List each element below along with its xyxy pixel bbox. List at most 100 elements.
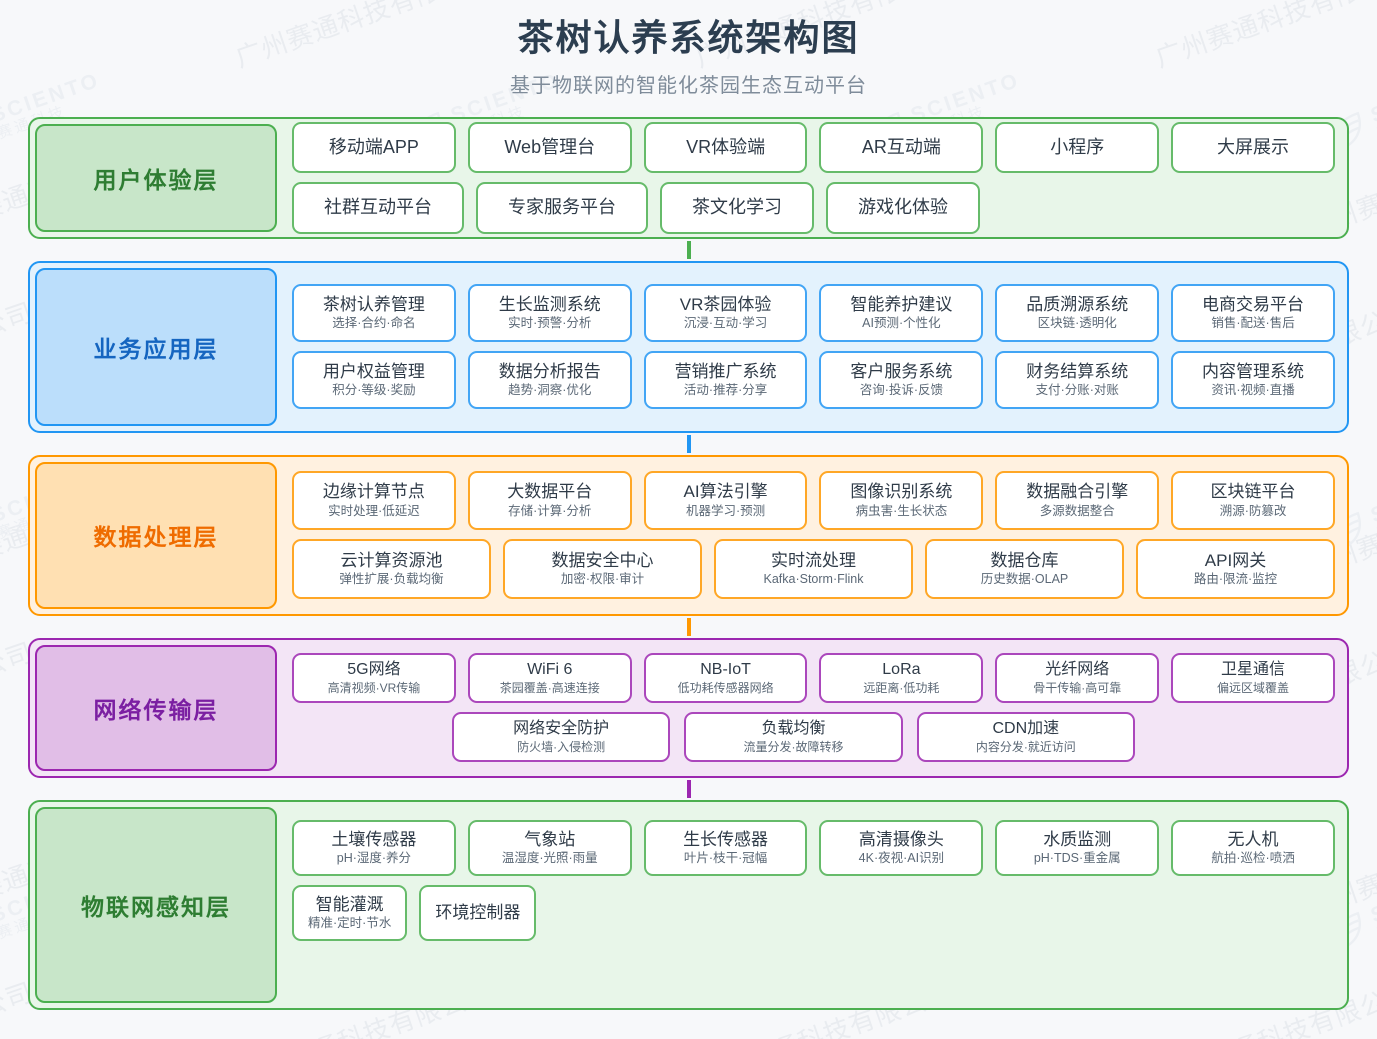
node-title: API网关 [1204, 550, 1267, 570]
node-card[interactable]: CDN加速内容分发·就近访问 [916, 712, 1135, 763]
node-title: 土壤传感器 [331, 829, 417, 849]
node-card[interactable]: 品质溯源系统区块链·透明化 [995, 283, 1160, 343]
node-card[interactable]: 生长传感器叶片·枝干·冠幅 [643, 819, 808, 876]
node-subtitle: 温湿度·光照·雨量 [501, 850, 598, 865]
node-row: 用户权益管理积分·等级·奖励数据分析报告趋势·洞察·优化营销推广系统活动·推荐·… [292, 351, 1335, 410]
node-card[interactable]: AI算法引擎机器学习·预测 [643, 471, 808, 530]
node-card[interactable]: 电商交易平台销售·配送·售后 [1171, 283, 1335, 343]
node-card[interactable]: 小程序 [995, 121, 1160, 174]
node-title: NB-IoT [700, 660, 751, 678]
node-card[interactable]: 数据仓库历史数据·OLAP [925, 538, 1124, 599]
node-card[interactable]: 光纤网络骨干传输·高可靠 [995, 652, 1160, 704]
node-title: 大数据平台 [507, 482, 593, 502]
node-subtitle: pH·TDS·重金属 [1033, 850, 1121, 865]
layer-title[interactable]: 网络传输层 [35, 644, 277, 771]
node-card[interactable]: 卫星通信偏远区域覆盖 [1171, 652, 1335, 704]
node-card[interactable]: 游戏化体验 [826, 182, 980, 234]
node-card[interactable]: 5G网络高清视频·VR传输 [292, 652, 456, 704]
node-title: 区块链平台 [1210, 482, 1296, 502]
node-card[interactable]: 数据融合引擎多源数据整合 [995, 471, 1160, 530]
node-card[interactable]: 内容管理系统资讯·视频·直播 [1171, 351, 1335, 410]
node-card[interactable]: 边缘计算节点实时处理·低延迟 [292, 471, 456, 530]
node-card[interactable]: 环境控制器 [419, 884, 537, 942]
node-card[interactable]: 区块链平台溯源·防篡改 [1171, 471, 1335, 530]
node-card[interactable]: 营销推广系统活动·推荐·分享 [643, 351, 808, 410]
node-subtitle: 远距离·低功耗 [863, 680, 940, 695]
node-title: 边缘计算节点 [322, 482, 425, 502]
node-subtitle: 活动·推荐·分享 [683, 383, 768, 398]
node-title: 电商交易平台 [1202, 294, 1305, 314]
node-card[interactable]: 大数据平台存储·计算·分析 [467, 471, 632, 530]
node-card[interactable]: 图像识别系统病虫害·生长状态 [819, 471, 984, 530]
node-card[interactable]: VR茶园体验沉浸·互动·学习 [643, 283, 808, 343]
node-card[interactable]: API网关路由·限流·监控 [1136, 538, 1335, 599]
node-title: 光纤网络 [1045, 660, 1110, 678]
layer-title[interactable]: 数据处理层 [35, 461, 277, 609]
node-subtitle: 流量分发·故障转移 [743, 740, 844, 755]
node-title: 移动端APP [328, 136, 419, 157]
page-title: 茶树认养系统架构图 [517, 17, 860, 58]
layer-title[interactable]: 物联网感知层 [35, 806, 277, 1003]
node-subtitle: 趋势·洞察·优化 [508, 383, 592, 398]
node-title: 茶文化学习 [692, 197, 782, 218]
node-title: CDN加速 [992, 720, 1060, 738]
node-card[interactable]: 移动端APP [292, 121, 456, 174]
node-card[interactable]: 用户权益管理积分·等级·奖励 [292, 351, 456, 410]
node-card[interactable]: Web管理台 [467, 121, 632, 174]
node-card[interactable]: AR互动端 [819, 121, 984, 174]
node-card[interactable]: 茶树认养管理选择·合约·命名 [292, 283, 456, 343]
layer-title[interactable]: 用户体验层 [35, 123, 277, 232]
node-title: 生长传感器 [683, 829, 769, 849]
node-subtitle: AI预测·个性化 [862, 316, 941, 331]
node-subtitle: 存储·计算·分析 [508, 503, 592, 518]
layer-title[interactable]: 业务应用层 [35, 267, 277, 426]
node-title: 实时流处理 [771, 550, 856, 570]
node-card[interactable]: 智能灌溉精准·定时·节水 [292, 884, 408, 942]
node-card[interactable]: 云计算资源池弹性扩展·负载均衡 [292, 538, 491, 599]
node-title: 小程序 [1050, 136, 1105, 157]
layer-connector [28, 433, 1349, 455]
node-title: 智能养护建议 [850, 294, 953, 314]
node-card[interactable]: 茶文化学习 [660, 182, 814, 234]
node-title: 客户服务系统 [850, 362, 953, 382]
node-card[interactable]: 客户服务系统咨询·投诉·反馈 [819, 351, 984, 410]
node-card[interactable]: 负载均衡流量分发·故障转移 [684, 712, 903, 763]
node-subtitle: 多源数据整合 [1039, 503, 1115, 518]
node-subtitle: 弹性扩展·负载均衡 [339, 571, 444, 586]
node-card[interactable]: 财务结算系统支付·分账·对账 [995, 351, 1160, 410]
node-card[interactable]: 气象站温湿度·光照·雨量 [467, 819, 632, 876]
node-card[interactable]: 大屏展示 [1171, 121, 1335, 174]
node-card[interactable]: 智能养护建议 AI预测·个性化 [819, 283, 984, 343]
node-card[interactable]: 网络安全防护防火墙·入侵检测 [452, 712, 671, 763]
node-card[interactable]: 无人机航拍·巡检·喷洒 [1171, 819, 1335, 876]
node-subtitle: 航拍·巡检·喷洒 [1211, 850, 1295, 865]
node-subtitle: 实时·预警·分析 [508, 316, 592, 331]
node-card[interactable]: 生长监测系统实时·预警·分析 [467, 283, 632, 343]
node-card[interactable]: 数据安全中心加密·权限·审计 [503, 538, 702, 599]
node-card[interactable]: 专家服务平台 [476, 182, 648, 234]
layer-connector [28, 616, 1349, 638]
node-title: 内容管理系统 [1202, 362, 1305, 382]
node-card[interactable]: 数据分析报告趋势·洞察·优化 [467, 351, 632, 410]
node-card[interactable]: VR体验端 [643, 121, 808, 174]
node-card[interactable]: 社群互动平台 [292, 182, 464, 234]
